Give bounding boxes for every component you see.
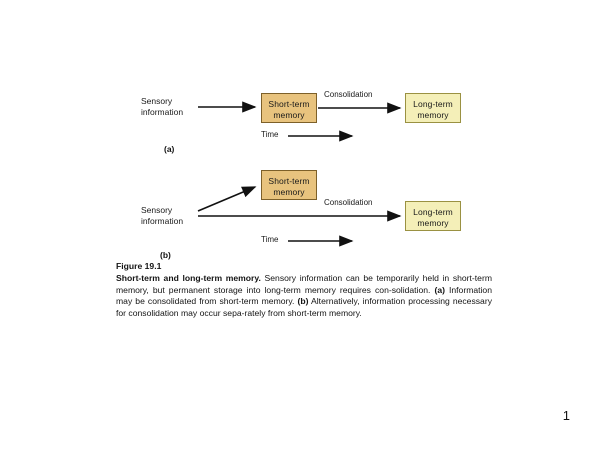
panel-b-time-label: Time [261,235,279,244]
panel-a-short-term-line1: Short-term [268,99,310,109]
panel-b-marker: (b) [160,250,171,260]
caption-text-1: Sensory information can be temporarily h… [116,273,492,295]
panel-b: Short-term memory Sensory information Lo… [115,166,515,260]
figure-title: Short-term and long-term memory. [116,273,261,284]
panel-a-sensory-line2: information [141,107,184,117]
panel-b-sensory-line2: information [141,216,184,226]
panel-a-sensory-line1: Sensory [141,96,173,106]
panel-b-long-term-line2: memory [417,218,449,228]
panel-b-short-term-line1: Short-term [268,176,310,186]
panel-a-long-term-line2: memory [417,110,449,120]
panel-b-arrows [197,186,402,247]
panel-a-long-term-line1: Long-term [413,99,453,109]
panel-b-long-term-line1: Long-term [413,207,453,217]
panel-b-sensory-label: Sensory information [141,205,183,227]
panel-a-long-term-memory-box: Long-term memory [405,93,461,123]
figure-diagram: Sensory information Short-term memory Lo… [115,84,515,260]
panel-a-arrows [198,101,402,142]
caption-text-2: Information may be consolidated from sho… [116,284,492,307]
panel-a-sensory-label: Sensory information [141,96,183,118]
panel-b-consolidation-label: Consolidation [324,198,373,207]
panel-a-marker: (a) [164,144,175,154]
panel-a-short-term-line2: memory [273,110,305,120]
panel-b-long-term-memory-box: Long-term memory [405,201,461,231]
panel-b-short-term-line2: memory [273,187,305,197]
caption-marker-b: (b) [297,296,309,307]
panel-b-sensory-line1: Sensory [141,205,173,215]
panel-a-time-label: Time [261,130,279,139]
panel-a-short-term-memory-box: Short-term memory [261,93,317,123]
figure-number: Figure 19.1 [116,261,162,271]
panel-a: Sensory information Short-term memory Lo… [115,84,515,162]
panel-b-short-term-memory-box: Short-term memory [261,170,317,200]
caption-text-3: Alternatively, information processing ne… [116,296,492,318]
page-number: 1 [562,408,570,423]
panel-a-consolidation-label: Consolidation [324,90,373,99]
caption-marker-a: (a) [434,284,445,295]
